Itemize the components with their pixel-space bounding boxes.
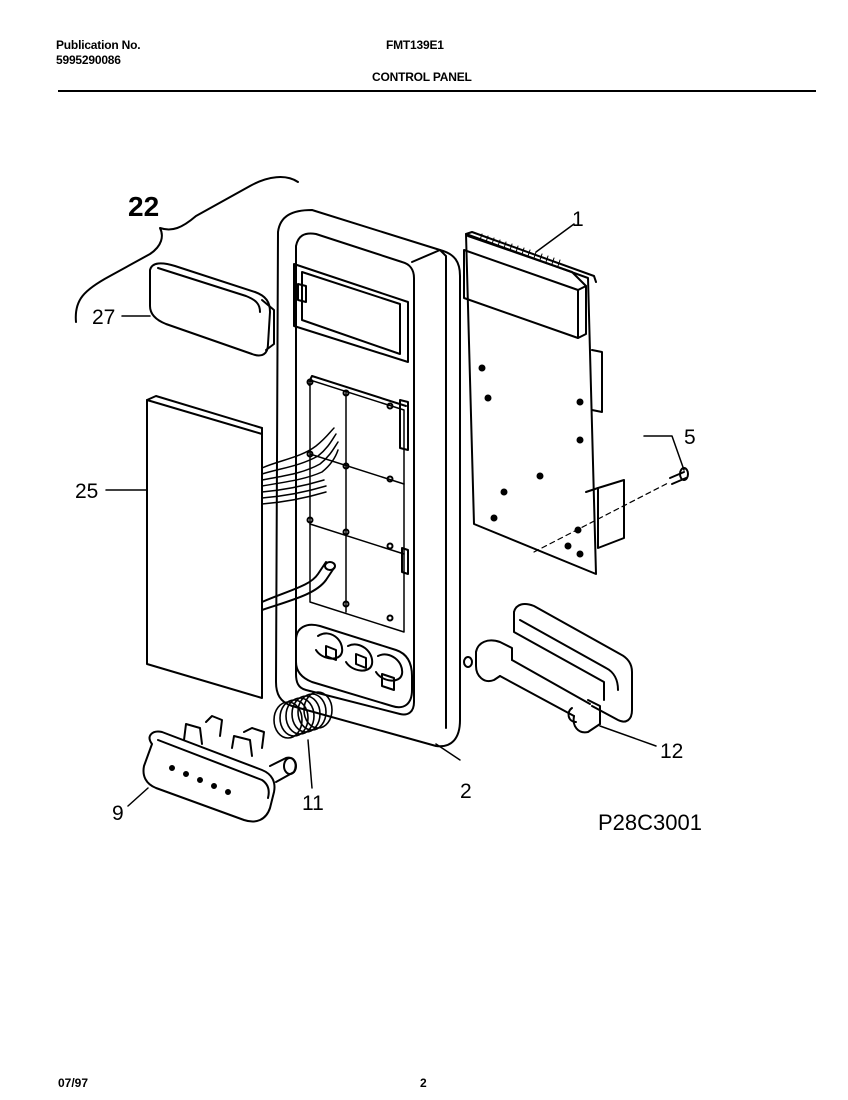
publication-label: Publication No.	[56, 38, 141, 52]
part-12-latch	[463, 603, 633, 734]
part-5-screw	[533, 467, 689, 553]
callout-1: 1	[572, 208, 584, 231]
leader-9	[127, 787, 149, 807]
part-2-control-frame	[275, 209, 461, 748]
diagram-code: P28C3001	[598, 810, 702, 835]
callout-5: 5	[684, 426, 696, 449]
leader-5	[643, 435, 685, 471]
callout-11: 11	[302, 792, 324, 815]
assembly-22-bracket	[74, 176, 299, 323]
footer-date: 07/97	[58, 1076, 89, 1090]
part-1-control-board	[463, 231, 625, 575]
leader-2	[435, 743, 461, 761]
publication-number: 5995290086	[56, 53, 121, 67]
callout-25: 25	[75, 480, 98, 503]
part-25-panel-sheet	[146, 395, 263, 699]
section-title: CONTROL PANEL	[372, 70, 472, 84]
callout-27: 27	[92, 306, 115, 329]
part-11-spring	[273, 691, 333, 739]
header-rule	[58, 90, 816, 92]
leader-11	[307, 739, 313, 789]
footer-page-number: 2	[420, 1076, 427, 1090]
leader-lines	[105, 223, 685, 807]
leader-12	[599, 725, 657, 747]
leader-1	[535, 223, 575, 253]
callout-12: 12	[660, 740, 683, 763]
part-27-cover	[149, 262, 275, 357]
ribbon-cable	[261, 427, 339, 505]
flex-cable	[261, 561, 336, 611]
model-number: FMT139E1	[386, 38, 444, 52]
callout-2: 2	[460, 780, 472, 803]
callout-9: 9	[112, 802, 124, 825]
callout-22: 22	[128, 191, 159, 222]
part-9-button-cluster	[142, 715, 297, 823]
